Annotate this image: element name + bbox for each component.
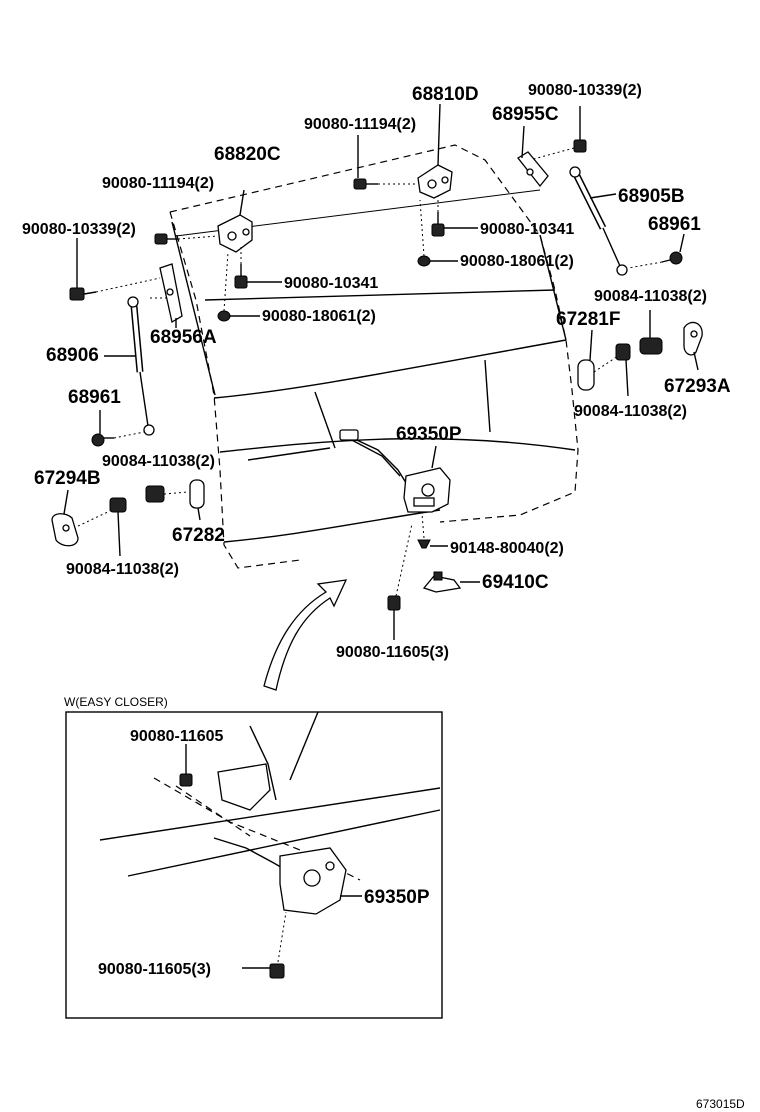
label-inset-90080-11605: 90080-11605 [130, 728, 224, 745]
label-68961-right: 68961 [648, 214, 701, 235]
bolt-90084-11038-left-bottom [109, 497, 127, 557]
stay-damper-68905b [569, 166, 628, 276]
bolt-90084-11038-right-bottom [615, 343, 631, 397]
label-inset-title: W(EASY CLOSER) [64, 695, 168, 709]
label-90148-80040-2: 90148-80040(2) [450, 540, 564, 557]
bolt-90080-11194-top [353, 135, 416, 190]
bolt-90080-10339-top [529, 106, 587, 161]
label-68956a: 68956A [150, 327, 217, 348]
hinge-68810d [417, 103, 453, 199]
label-68810d: 68810D [412, 84, 479, 105]
bolt-90080-10341-left [234, 246, 282, 289]
bolt-90084-11038-left-mid [145, 485, 189, 503]
label-90084-11038-2-left-mid: 90084-11038(2) [102, 453, 215, 470]
label-69410c: 69410C [482, 572, 549, 593]
stay-damper-68906 [104, 296, 155, 436]
label-inset-90080-11605-3: 90080-11605(3) [98, 961, 211, 978]
leader-90084-11038-left-mid [247, 447, 331, 461]
bracket-67294b [51, 489, 113, 547]
label-68905b: 68905B [618, 186, 685, 207]
cushion-67281f [577, 329, 619, 391]
label-67294b: 67294B [34, 468, 101, 489]
label-90080-18061-2-center: 90080-18061(2) [460, 253, 574, 270]
label-90080-11605-3: 90080-11605(3) [336, 644, 449, 661]
label-90080-10339-2-left: 90080-10339(2) [22, 221, 136, 238]
bolt-90080-10341-center [431, 196, 478, 237]
label-68955c: 68955C [492, 104, 559, 125]
label-inset-69350p: 69350P [364, 887, 430, 908]
direction-arrow [263, 579, 348, 691]
label-68961-left: 68961 [68, 387, 121, 408]
bracket-68956a [150, 263, 183, 328]
bracket-68955c [517, 125, 549, 188]
ball-joint-68961-left [91, 410, 145, 447]
label-68906: 68906 [46, 345, 99, 366]
lock-assembly-69350p [339, 429, 451, 513]
nut-90080-18061-left [217, 251, 260, 322]
striker-69410c [422, 571, 480, 593]
nut-90080-18061-center [417, 199, 458, 267]
label-67282: 67282 [172, 525, 225, 546]
label-69350p: 69350P [396, 424, 462, 445]
back-door-outline [169, 144, 579, 569]
ball-joint-68961-right [627, 233, 685, 269]
label-68820c: 68820C [214, 144, 281, 165]
label-90080-10341-left: 90080-10341 [284, 275, 378, 292]
label-67281f: 67281F [556, 309, 620, 330]
label-67293a: 67293A [664, 376, 731, 397]
label-90084-11038-2-left-bottom: 90084-11038(2) [66, 561, 179, 578]
label-90084-11038-2-right-bottom: 90084-11038(2) [574, 403, 687, 420]
part-labels: 68810D 90080-10339(2) 90080-11194(2) 689… [22, 82, 745, 1111]
bracket-67293a [683, 321, 703, 371]
label-90084-11038-2-right-top: 90084-11038(2) [594, 288, 707, 305]
bolt-90080-10339-left [69, 238, 161, 301]
bolt-90080-11194-left [154, 233, 219, 245]
screw-90148-80040 [417, 513, 448, 549]
label-90080-10341-center: 90080-10341 [480, 221, 574, 238]
easy-closer-inset [65, 711, 443, 1019]
label-90080-18061-2-left: 90080-18061(2) [262, 308, 376, 325]
label-90080-11194-2-left: 90080-11194(2) [102, 175, 214, 192]
label-90080-11194-2-top: 90080-11194(2) [304, 116, 416, 133]
label-figure-code: 673015D [696, 1097, 745, 1111]
hinge-68820c [217, 189, 253, 253]
label-90080-10339-2-top: 90080-10339(2) [528, 82, 642, 99]
bolt-90080-11605-main [387, 523, 413, 640]
bolt-90084-11038-right-top [639, 310, 663, 355]
cushion-67282 [189, 479, 205, 521]
